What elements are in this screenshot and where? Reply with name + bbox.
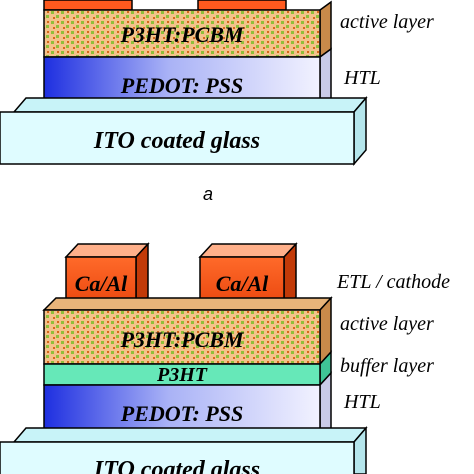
active-layer-a: P3HT:PCBM [43,0,332,59]
electrode-b-right-label: Ca/Al [216,271,269,296]
electrode-a-stub-left [43,0,133,11]
substrate-b-label: ITO coated glass [93,457,260,474]
buffer-layer-b-label: P3HT [156,364,208,386]
electrode-b-left-label: Ca/Al [75,271,128,296]
diagram-a: P3HT:PCBM PEDOT: PSS ITO coated glass ac… [0,0,434,204]
side-label-active-a: active layer [340,11,434,33]
side-label-etl-b: ETL / cathode [336,271,450,293]
active-layer-b-label: P3HT:PCBM [119,327,244,352]
active-layer-a-label: P3HT:PCBM [119,22,244,47]
electrode-a-stub-right [197,0,287,11]
substrate-b: ITO coated glass [0,425,368,474]
diagram-b: Ca/Al Ca/Al P3HT:PCBM P3HT PEDOT: PSS [0,242,450,474]
panel-label-a: a [203,184,213,204]
substrate-a-label: ITO coated glass [93,128,260,154]
htl-layer-b-label: PEDOT: PSS [120,401,243,426]
substrate-a: ITO coated glass [0,95,368,167]
side-label-buffer-b: buffer layer [340,355,434,377]
side-label-htl-b: HTL [343,391,381,413]
buffer-layer-b: P3HT [43,350,332,387]
active-layer-b: P3HT:PCBM [42,296,333,366]
side-label-htl-a: HTL [343,67,381,89]
htl-layer-a-label: PEDOT: PSS [120,73,243,98]
side-label-active-b: active layer [340,313,434,335]
